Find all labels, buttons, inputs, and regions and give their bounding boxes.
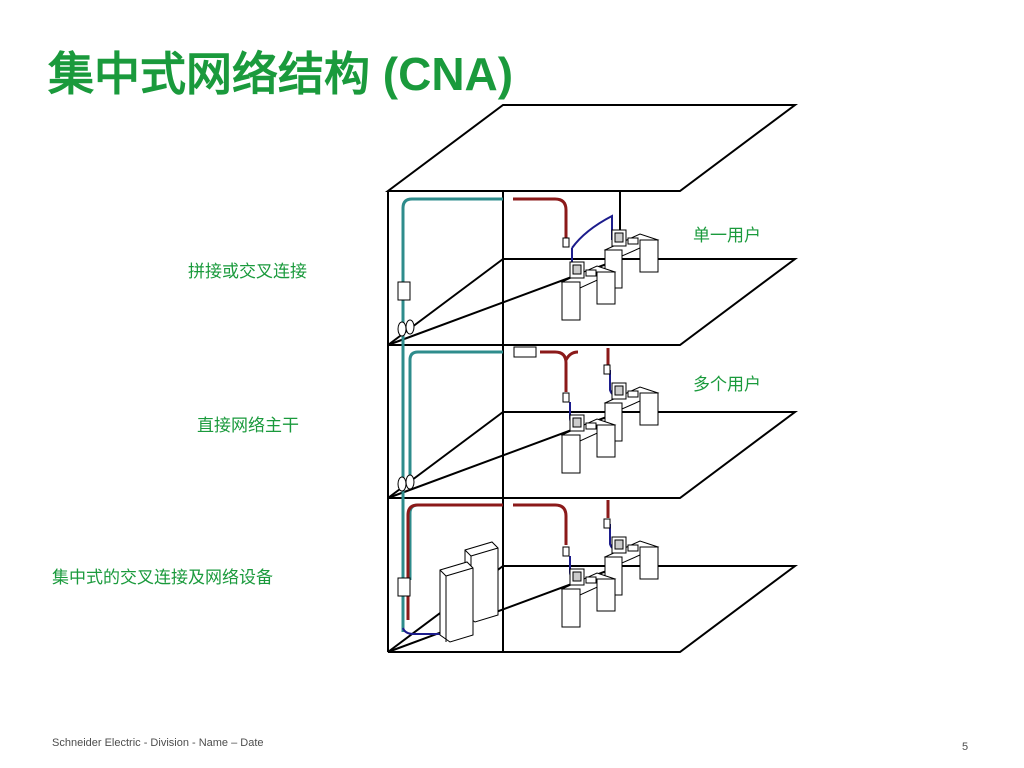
label-direct-backbone: 直接网络主干	[197, 416, 299, 436]
floor-slab-middle	[387, 411, 799, 499]
floor-slab-bottom	[387, 565, 799, 653]
workstation-group-top	[560, 229, 660, 321]
label-single-user: 单一用户	[693, 226, 761, 246]
workstation-group-middle	[560, 364, 660, 474]
footer-text: Schneider Electric - Division - Name – D…	[52, 737, 264, 749]
label-cross-connect: 拼接或交叉连接	[188, 262, 307, 282]
page-number: 5	[962, 741, 969, 753]
page-title: 集中式网络结构 (CNA)	[48, 48, 514, 100]
roof	[384, 104, 799, 192]
floor-slabs	[387, 258, 799, 653]
workstation-group-bottom	[560, 518, 660, 628]
patch-panel-top	[397, 281, 411, 301]
label-central-equipment: 集中式的交叉连接及网络设备	[52, 568, 273, 588]
horizontal-cables	[406, 197, 610, 620]
label-multi-user: 多个用户	[693, 375, 761, 395]
riser-equipment	[397, 281, 537, 597]
floor-slab-top	[387, 258, 799, 346]
cross-connect-box-middle	[513, 346, 537, 358]
server-racks	[439, 541, 499, 643]
patch-panel-bottom	[397, 577, 411, 597]
